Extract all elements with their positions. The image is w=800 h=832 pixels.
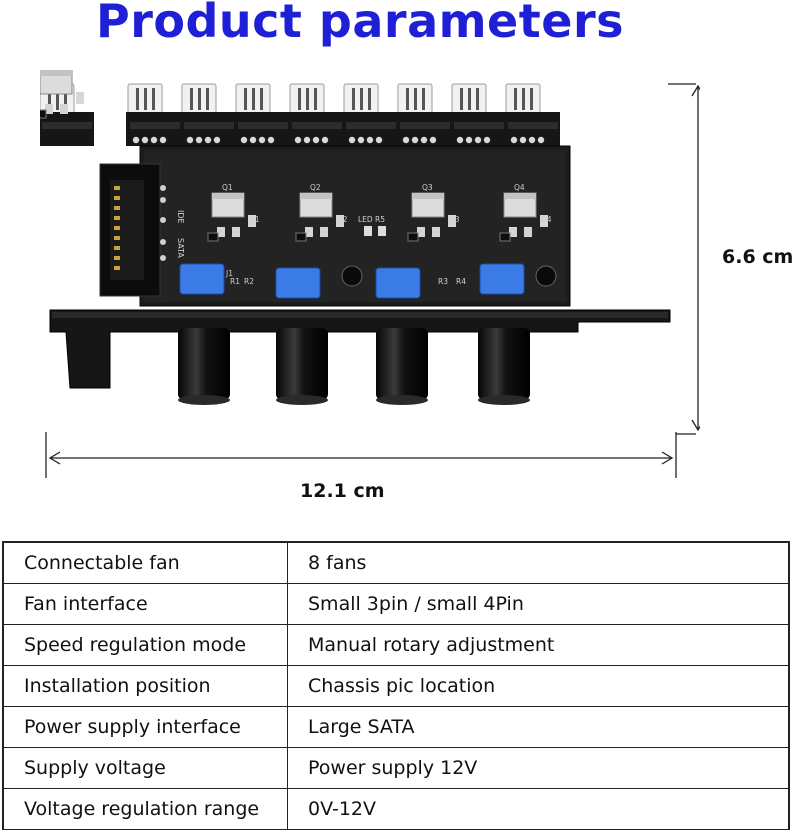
- led-label: LED: [358, 215, 373, 224]
- fan-headers: [40, 83, 561, 147]
- param-name: Power supply interface: [2, 706, 288, 748]
- width-dimension-line: [45, 432, 677, 478]
- page-title: Product parameters: [95, 0, 625, 48]
- transistors: [40, 70, 549, 242]
- q1-label: Q1: [222, 183, 233, 192]
- r5-label: R5: [375, 215, 385, 224]
- height-dimension-label: 6.6 cm: [722, 246, 794, 268]
- width-dimension-label: 12.1 cm: [300, 480, 385, 502]
- r3-label: R3: [438, 277, 448, 286]
- param-value: Manual rotary adjustment: [287, 624, 790, 666]
- param-value: 0V-12V: [287, 788, 790, 830]
- table-row: Power supply interface Large SATA: [2, 706, 790, 748]
- fan-controller-image: IDE SATA Q1 Q2 Q3 Q4 D1 D2 D3 D4 LED R5 …: [40, 70, 700, 478]
- table-row: Voltage regulation range 0V-12V: [2, 788, 790, 830]
- j1-label: J1: [225, 269, 233, 278]
- rotary-knobs: [178, 328, 530, 405]
- param-value: 8 fans: [287, 541, 790, 584]
- param-name: Speed regulation mode: [2, 624, 288, 666]
- param-name: Supply voltage: [2, 747, 288, 789]
- param-value: Power supply 12V: [287, 747, 790, 789]
- parameters-table: Connectable fan 8 fans Fan interface Sma…: [2, 541, 790, 830]
- table-row: Supply voltage Power supply 12V: [2, 747, 790, 789]
- table-row: Fan interface Small 3pin / small 4Pin: [2, 583, 790, 625]
- potentiometers: [179, 263, 525, 299]
- r1-label: R1: [230, 277, 240, 286]
- param-value: Chassis pic location: [287, 665, 790, 707]
- param-name: Connectable fan: [2, 541, 288, 584]
- param-name: Fan interface: [2, 583, 288, 625]
- d2-label: D2: [337, 215, 348, 224]
- param-value: Small 3pin / small 4Pin: [287, 583, 790, 625]
- q4-label: Q4: [514, 183, 525, 192]
- param-name: Installation position: [2, 665, 288, 707]
- param-name: Voltage regulation range: [2, 788, 288, 830]
- d1-label: D1: [249, 215, 260, 224]
- r2-label: R2: [244, 277, 254, 286]
- table-row: Connectable fan 8 fans: [2, 541, 790, 584]
- table-row: Installation position Chassis pic locati…: [2, 665, 790, 707]
- table-row: Speed regulation mode Manual rotary adju…: [2, 624, 790, 666]
- q2-label: Q2: [310, 183, 321, 192]
- ide-label: IDE: [176, 210, 185, 224]
- q3-label: Q3: [422, 183, 433, 192]
- d3-label: D3: [449, 215, 460, 224]
- param-value: Large SATA: [287, 706, 790, 748]
- d4-label: D4: [541, 215, 552, 224]
- sata-label: SATA: [176, 238, 185, 258]
- height-dimension-line: [668, 83, 700, 435]
- r4-label: R4: [456, 277, 466, 286]
